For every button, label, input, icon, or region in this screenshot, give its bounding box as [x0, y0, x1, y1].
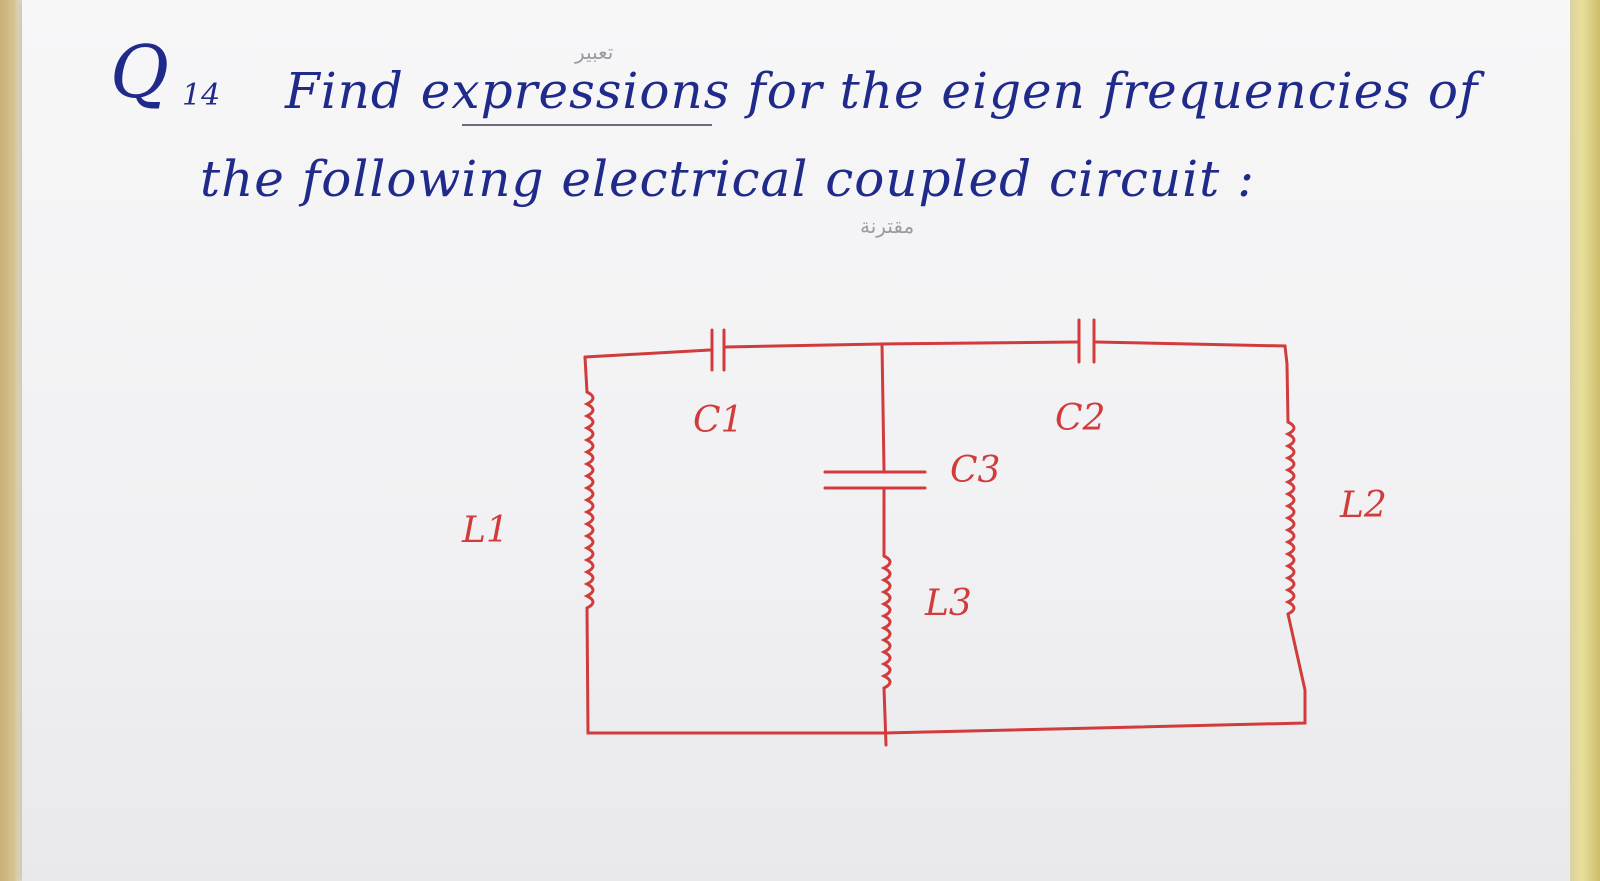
arabic-note-expressions: تعبير — [575, 40, 614, 64]
wire-top-left — [583, 348, 712, 359]
label-l2: L2 — [1340, 485, 1387, 526]
question-letter: Q — [110, 30, 170, 114]
wire-right-bottom — [884, 612, 1307, 735]
question-line-1: Find expressions for the eigen frequenci… — [285, 62, 1479, 120]
wire-middle-bottom — [882, 686, 888, 747]
wire-top-c1-to-node — [724, 342, 884, 349]
label-l3: L3 — [925, 583, 972, 624]
wire-left-top — [583, 355, 589, 394]
inductor-l3 — [880, 554, 892, 690]
inductor-l2 — [1284, 420, 1296, 616]
label-l1: L1 — [462, 510, 509, 551]
wire-right-top — [1285, 362, 1290, 424]
question-number: 14 — [182, 78, 221, 113]
wire-middle-top — [880, 342, 886, 472]
arabic-note-coupled: مقترنة — [860, 214, 915, 238]
wire-left-bottom — [585, 606, 888, 735]
question-line-2: the following electrical coupled circuit… — [200, 150, 1255, 208]
label-c2: C2 — [1055, 398, 1106, 439]
background-edge — [1570, 0, 1600, 881]
wire-top-node-to-c2 — [880, 340, 1079, 346]
label-c1: C1 — [693, 400, 744, 441]
label-c3: C3 — [950, 450, 1001, 491]
wire-top-right — [1094, 340, 1289, 366]
expressions-underline — [462, 124, 712, 126]
inductor-l1 — [583, 390, 595, 610]
